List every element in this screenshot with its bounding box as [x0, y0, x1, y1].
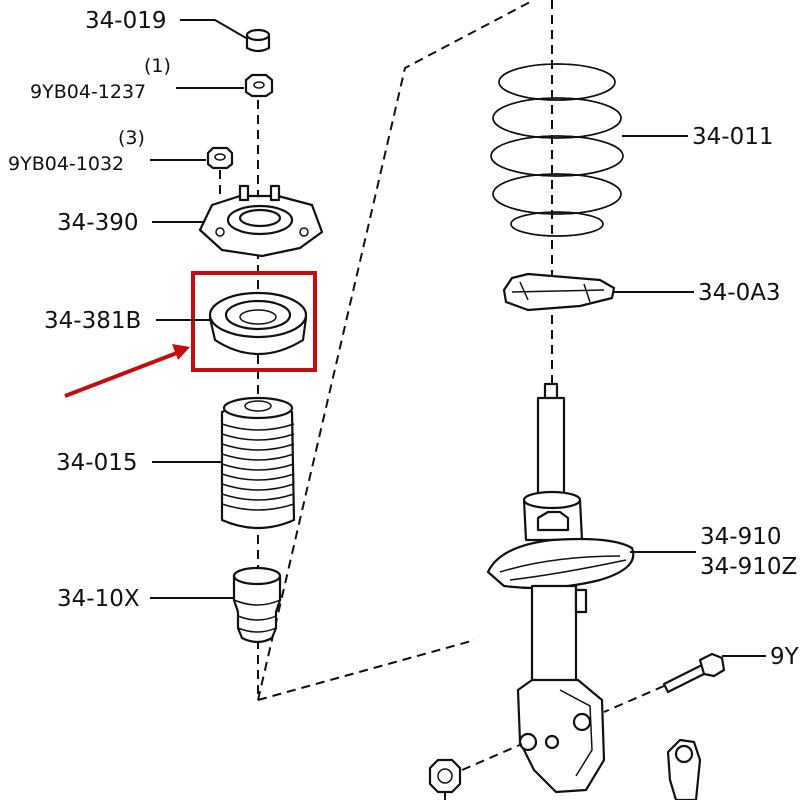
label-34-011: 34-011: [692, 124, 773, 150]
label-34-910z: 34-910Z: [700, 554, 797, 580]
bolt-9y: [662, 652, 726, 694]
label-34-019: 34-019: [85, 8, 166, 34]
nut-9yb04-1032: [206, 146, 234, 170]
dust-boot-34-015: [220, 396, 296, 530]
label-9yb04-1032: 9YB04-1032: [8, 153, 124, 175]
coil-spring-34-011: [490, 63, 624, 237]
highlight-arrow: [64, 344, 190, 398]
label-9y: 9Y: [770, 644, 800, 670]
label-34-910: 34-910: [700, 524, 781, 550]
label-qty-1: (1): [144, 55, 171, 77]
highlight-box: [191, 271, 317, 372]
label-34-10x: 34-10X: [57, 586, 140, 612]
label-34-390: 34-390: [57, 210, 138, 236]
label-34-0a3: 34-0A3: [698, 280, 781, 306]
cap-34-019: [245, 28, 271, 53]
nut-9yb04-1237: [244, 73, 274, 98]
label-34-015: 34-015: [56, 450, 137, 476]
lower-nut: [428, 758, 462, 794]
spring-seat-34-0a3: [502, 272, 616, 312]
strut-34-910: [486, 382, 635, 794]
label-34-381b: 34-381B: [44, 308, 141, 334]
bump-stop-34-10x: [232, 566, 282, 644]
strut-mount-34-390: [198, 184, 324, 258]
label-9yb04-1237: 9YB04-1237: [30, 81, 146, 103]
stabilizer-link: [666, 738, 702, 800]
bearing-34-381b: [208, 291, 308, 356]
label-qty-3: (3): [118, 127, 145, 149]
